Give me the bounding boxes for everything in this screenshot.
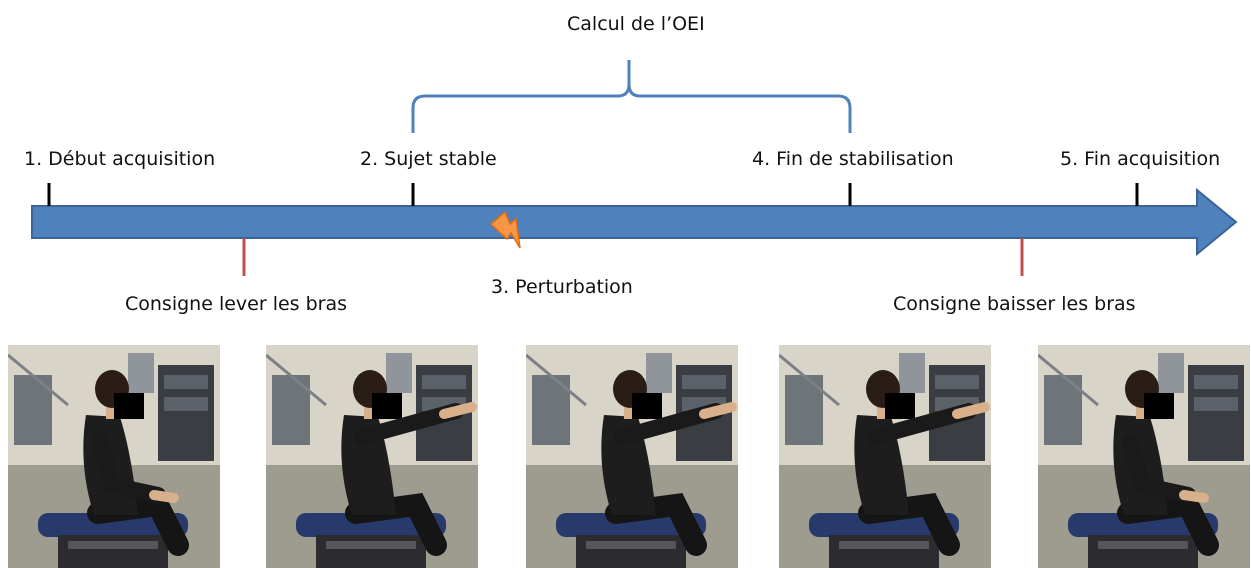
label-sujet-stable: 2. Sujet stable bbox=[360, 148, 497, 170]
timeline-diagram bbox=[31, 60, 1238, 276]
label-fin-acquisition: 5. Fin acquisition bbox=[1060, 148, 1221, 170]
photo-5 bbox=[1038, 345, 1250, 568]
photo-4 bbox=[779, 345, 991, 568]
photo-2 bbox=[266, 345, 478, 568]
label-consigne-lever: Consigne lever les bras bbox=[125, 293, 348, 315]
label-debut-acquisition: 1. Début acquisition bbox=[24, 148, 216, 170]
photo-scene bbox=[526, 345, 738, 568]
label-fin-stabilisation: 4. Fin de stabilisation bbox=[752, 148, 954, 170]
bracket-label: Calcul de l’OEI bbox=[567, 13, 705, 35]
label-consigne-baisser: Consigne baisser les bras bbox=[893, 293, 1136, 315]
lightning-icon bbox=[489, 210, 521, 249]
oei-bracket bbox=[411, 60, 852, 133]
photo-1 bbox=[8, 345, 220, 568]
photo-3 bbox=[526, 345, 738, 568]
photo-scene bbox=[8, 345, 220, 568]
label-perturbation: 3. Perturbation bbox=[491, 276, 633, 298]
photo-scene bbox=[1038, 345, 1250, 568]
photo-scene bbox=[266, 345, 478, 568]
timeline-arrow bbox=[31, 187, 1238, 257]
photo-scene bbox=[779, 345, 991, 568]
